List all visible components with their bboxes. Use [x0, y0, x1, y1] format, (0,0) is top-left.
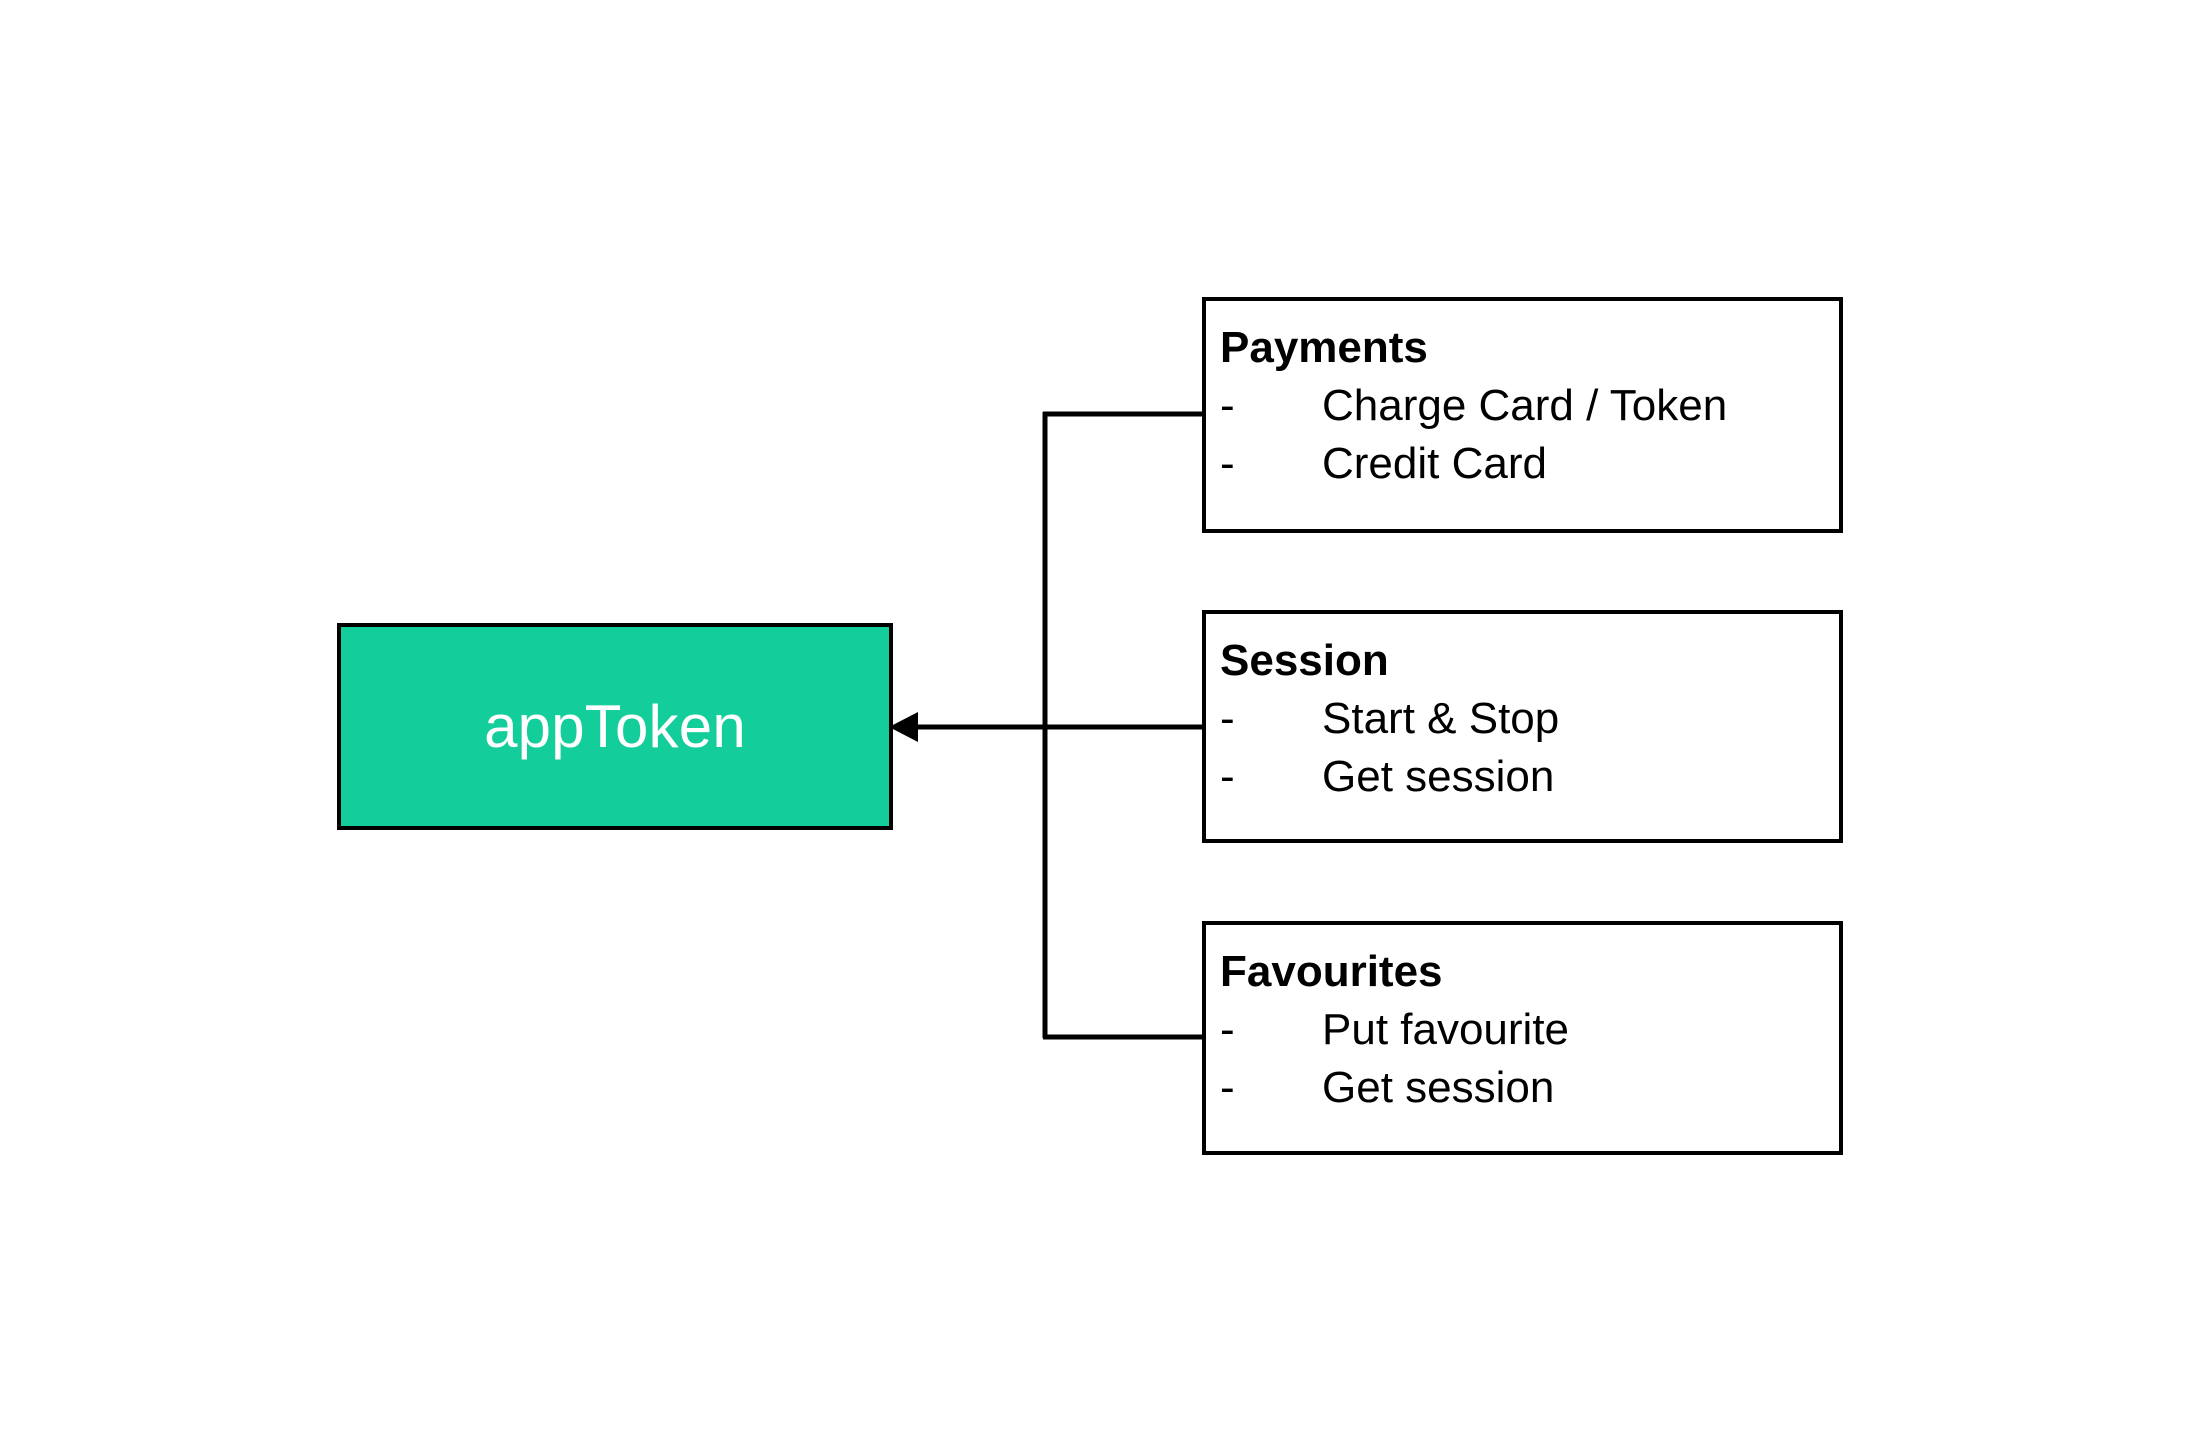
apptoken-node[interactable]: appToken: [337, 623, 893, 830]
group-card-payments[interactable]: Payments - Charge Card / Token - Credit …: [1202, 297, 1843, 533]
list-item-label: Charge Card / Token: [1322, 381, 1728, 431]
list-item[interactable]: - Charge Card / Token: [1220, 377, 1839, 435]
list-item-label: Credit Card: [1322, 439, 1547, 489]
list-item[interactable]: - Put favourite: [1220, 1001, 1839, 1059]
list-item[interactable]: - Get session: [1220, 1059, 1839, 1117]
arrowhead-icon: [889, 712, 918, 742]
apptoken-node-label: appToken: [484, 692, 746, 760]
list-item-label: Get session: [1322, 1063, 1555, 1113]
list-item-label: Get session: [1322, 752, 1555, 802]
list-item[interactable]: - Credit Card: [1220, 435, 1839, 493]
list-item-bullet: -: [1220, 694, 1235, 744]
group-list-session: - Start & Stop - Get session: [1220, 690, 1839, 806]
list-item-bullet: -: [1220, 752, 1235, 802]
list-item-label: Put favourite: [1322, 1005, 1570, 1055]
list-item[interactable]: - Get session: [1220, 748, 1839, 806]
list-item-bullet: -: [1220, 1005, 1235, 1055]
list-item[interactable]: - Start & Stop: [1220, 690, 1839, 748]
list-item-label: Start & Stop: [1322, 694, 1560, 744]
group-card-favourites[interactable]: Favourites - Put favourite - Get session: [1202, 921, 1843, 1155]
group-title-payments: Payments: [1220, 323, 1428, 372]
list-item-bullet: -: [1220, 1063, 1235, 1113]
list-item-bullet: -: [1220, 439, 1235, 489]
list-item-bullet: -: [1220, 381, 1235, 431]
group-card-session[interactable]: Session - Start & Stop - Get session: [1202, 610, 1843, 843]
group-list-favourites: - Put favourite - Get session: [1220, 1001, 1839, 1117]
group-title-session: Session: [1220, 636, 1389, 685]
group-title-favourites: Favourites: [1220, 947, 1443, 996]
group-list-payments: - Charge Card / Token - Credit Card: [1220, 377, 1839, 493]
